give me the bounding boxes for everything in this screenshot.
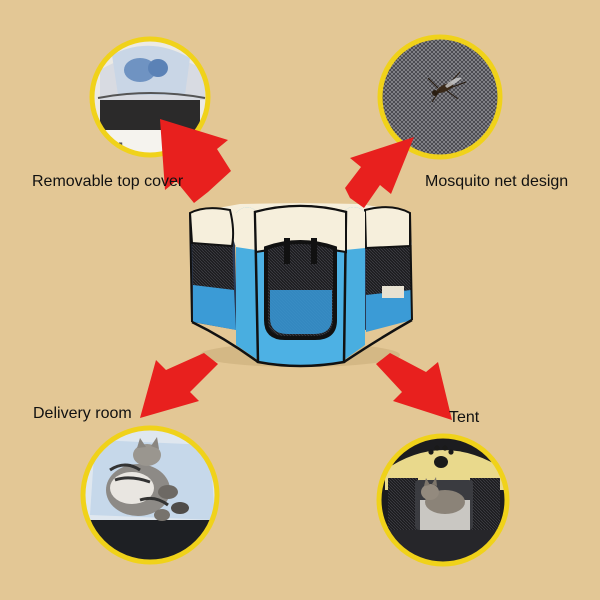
- mosquito-icon: [427, 71, 467, 103]
- label-tent: Tent: [449, 409, 480, 426]
- arrow-to-delivery-room: [140, 353, 218, 418]
- mosquito-net-photo: [377, 34, 503, 160]
- arrow-to-top-cover: [160, 119, 231, 203]
- arrow-to-mosquito-net: [345, 137, 414, 208]
- label-delivery-room: Delivery room: [33, 405, 132, 422]
- delivery-room-photo: [80, 425, 220, 565]
- label-mosquito-net-design: Mosquito net design: [425, 173, 569, 190]
- arrow-to-tent: [376, 353, 452, 420]
- tent-photo: [376, 433, 510, 567]
- pet-playpen-image: [188, 203, 413, 368]
- label-removable-top-cover: Removable top cover: [32, 173, 184, 190]
- paw-print-icon: [428, 445, 454, 468]
